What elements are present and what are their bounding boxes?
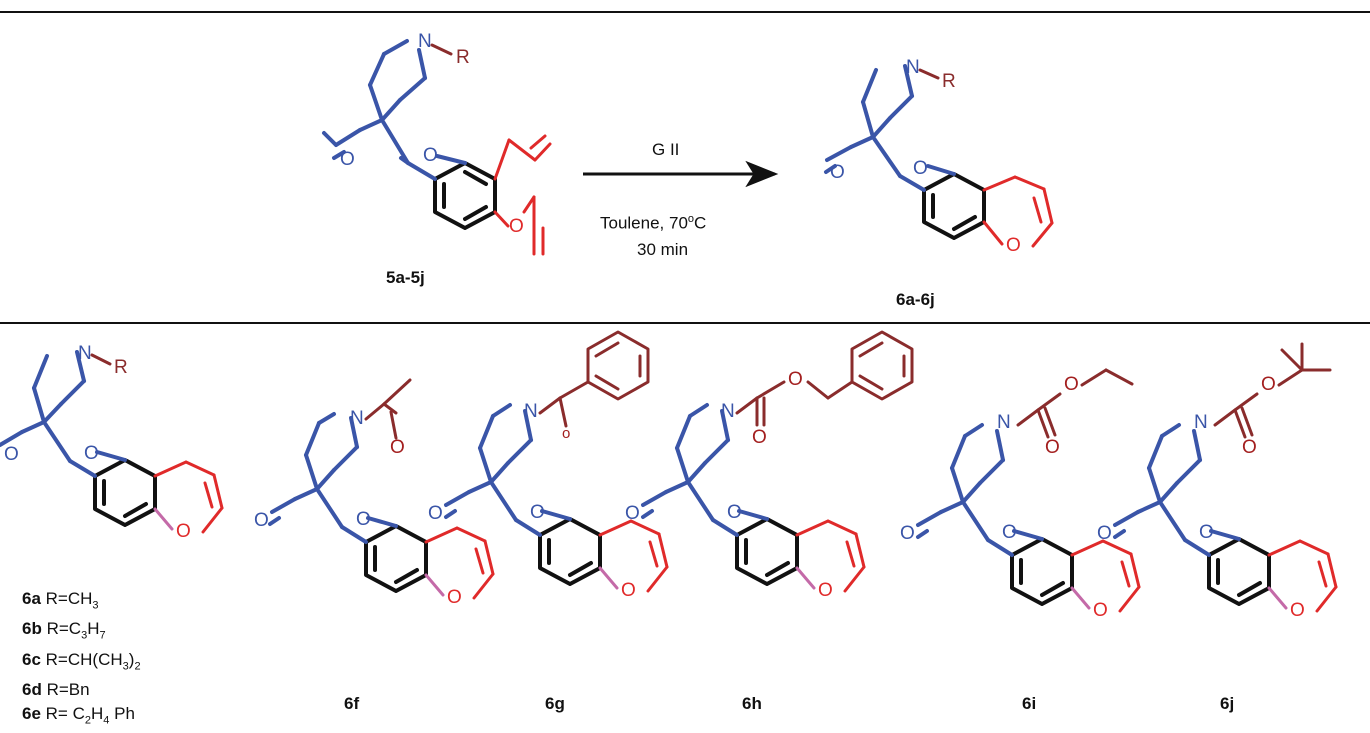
structure-6i bbox=[916, 368, 1141, 613]
atom-o: O bbox=[1045, 437, 1060, 458]
atom-o: O bbox=[4, 444, 19, 465]
compound-label-6i: 6i bbox=[1022, 694, 1037, 713]
atom-o: o bbox=[562, 425, 571, 442]
r-group-6a: 6a R=CH3 bbox=[22, 589, 99, 612]
atom-n: N bbox=[350, 408, 364, 429]
atom-o: O bbox=[1093, 600, 1108, 621]
atom-o: O bbox=[1199, 522, 1214, 543]
time-label: 30 min bbox=[637, 240, 689, 259]
r-group-list: 6a R=CH3 6b R=C3H7 6c R=CH(CH3)2 6d R=Bn… bbox=[22, 587, 141, 733]
atom-o: O bbox=[423, 145, 438, 166]
atom-r: R bbox=[114, 357, 128, 378]
atom-o: O bbox=[913, 158, 928, 179]
structure-6g bbox=[444, 330, 669, 593]
structure-6a-6e bbox=[0, 350, 224, 534]
atom-o: O bbox=[625, 503, 640, 524]
atom-o: O bbox=[621, 580, 636, 601]
compound-label-6g: 6g bbox=[545, 694, 565, 713]
r-group-6b: 6b R=C3H7 bbox=[22, 619, 106, 642]
atom-o: O bbox=[390, 437, 405, 458]
atom-o: O bbox=[1242, 437, 1257, 458]
atom-o: O bbox=[1006, 235, 1021, 256]
atom-o: O bbox=[1290, 600, 1305, 621]
product-structure bbox=[824, 64, 1054, 248]
compound-label-6h: 6h bbox=[742, 694, 762, 713]
atom-n: N bbox=[721, 401, 735, 422]
atom-r: R bbox=[942, 71, 956, 92]
reactant-structure bbox=[322, 39, 552, 256]
atom-n: N bbox=[78, 343, 92, 364]
product-label: 6a-6j bbox=[896, 290, 935, 309]
atom-o: O bbox=[788, 369, 803, 390]
atom-n: N bbox=[997, 412, 1011, 433]
atom-n: N bbox=[906, 57, 920, 78]
atom-n: N bbox=[418, 31, 432, 52]
atom-o: O bbox=[752, 427, 767, 448]
atom-o: O bbox=[727, 502, 742, 523]
atom-o: O bbox=[900, 523, 915, 544]
atom-o: O bbox=[1064, 374, 1079, 395]
atom-o: O bbox=[509, 216, 524, 237]
r-group-6c: 6c R=CH(CH3)2 bbox=[22, 649, 141, 673]
structure-6f bbox=[268, 378, 495, 600]
atom-o: O bbox=[176, 521, 191, 542]
atom-r: R bbox=[456, 47, 470, 68]
conditions-label: Toulene, 70oC bbox=[600, 213, 707, 233]
atom-o: O bbox=[340, 149, 355, 170]
structure-6j bbox=[1113, 342, 1338, 613]
reactant-label: 5a-5j bbox=[386, 268, 425, 287]
structure-6h bbox=[641, 330, 914, 593]
atom-o: O bbox=[818, 580, 833, 601]
atom-o: O bbox=[254, 510, 269, 531]
compound-label-6f: 6f bbox=[344, 694, 360, 713]
reagent-label: G II bbox=[652, 140, 680, 159]
atom-o: O bbox=[356, 509, 371, 530]
compound-label-6j: 6j bbox=[1220, 694, 1235, 713]
atom-o: O bbox=[1261, 374, 1276, 395]
atom-o: O bbox=[1002, 522, 1017, 543]
atom-n: N bbox=[524, 401, 538, 422]
atom-o: O bbox=[1097, 523, 1112, 544]
atom-n: N bbox=[1194, 412, 1208, 433]
atom-o: O bbox=[84, 443, 99, 464]
r-group-6d: 6d R=Bn bbox=[22, 680, 90, 700]
atom-o: O bbox=[530, 502, 545, 523]
atom-o: O bbox=[447, 587, 462, 608]
r-group-6e: 6e R= C2H4 Ph bbox=[22, 704, 135, 727]
atom-o: O bbox=[428, 503, 443, 524]
atom-o: O bbox=[830, 162, 845, 183]
